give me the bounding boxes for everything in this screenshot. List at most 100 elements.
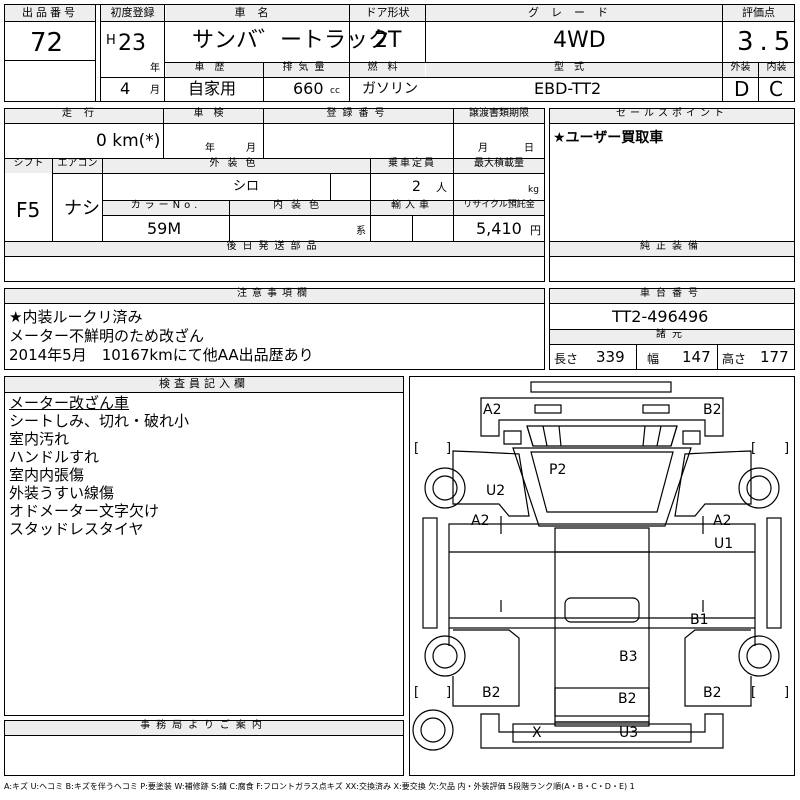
bracket-mark: ] [446,685,452,700]
reg-year: 23 [118,31,146,56]
model-value: EBD-TT2 [534,79,602,98]
notes-line-1: ★内装ルークリ済み [9,308,143,326]
history-label: 車歴 [166,63,263,77]
grade-label: グレード [426,5,722,21]
insp-month-unit: 月 [246,143,256,154]
length-label: 長さ [554,352,579,366]
color-no-label: カラーNo. [103,201,229,215]
inspector-line-5: 室内内張傷 [9,466,85,484]
chassis-label: 車台番号 [550,289,794,303]
displacement-label: 排気量 [264,63,349,77]
bracket-mark: ] [784,441,790,456]
exterior-value: D [734,77,750,101]
capacity-unit: 人 [436,181,447,194]
capacity-value: 2 [412,179,421,195]
inspector-line-2: シートしみ、切れ・破れ小 [9,412,190,430]
chassis-value: TT2-496496 [612,307,709,326]
width-label: 幅 [647,352,660,366]
car-name: サンバ゛ートラック [192,28,391,53]
damage-mark: X [532,725,542,741]
door-label: ドア形状 [350,5,425,21]
damage-mark: U1 [714,536,734,552]
interior-value: C [769,77,783,101]
fuel-label: 燃料 [350,63,425,77]
lot-number: 72 [30,28,64,58]
displacement-value: 660 [293,79,324,98]
int-color-label: 内装色 [230,201,370,215]
later-parts-label: 後日発送部品 [5,242,544,256]
color-no-value: 59M [147,219,182,238]
damage-mark: A2 [713,513,732,529]
grade-value: 4WD [553,28,606,53]
inspector-block [4,376,404,716]
transfer-day-unit: 日 [524,143,534,154]
length-value: 339 [596,348,625,366]
int-color-unit: 系 [356,226,366,237]
inspector-line-3: 室内汚れ [9,430,70,448]
bracket-mark: [ [414,685,420,700]
transfer-month-unit: 月 [478,143,488,154]
notes-label: 注意事項欄 [5,289,544,303]
sales-point-text: ★ユーザー買取車 [553,130,664,146]
sales-point-label: セールスポイント [550,109,794,123]
model-label: 型式 [426,63,722,77]
max-load-unit: kg [528,185,539,195]
inspector-line-4: ハンドルすれ [9,448,100,466]
car-name-label: 車名 [166,5,349,21]
bracket-mark: [ [414,441,420,456]
inspector-line-8: スタッドレスタイヤ [9,520,144,538]
shift-value: F5 [16,198,41,222]
max-load-label: 最大積載量 [454,159,544,173]
recycle-label: リサイクル預託金 [454,201,544,215]
inspector-label: 検査員記入欄 [5,377,403,393]
reg-month: 4 [120,79,131,98]
damage-mark: U2 [486,483,506,499]
notes-line-2: メーター不鮮明のため改ざん [9,327,205,345]
recycle-value: 5,410 [476,219,522,238]
inspector-line-1: メーター改ざん車 [9,394,130,412]
damage-mark: B2 [703,685,722,701]
import-label: 輸入車 [371,201,453,215]
width-value: 147 [682,348,711,366]
damage-mark: B2 [618,691,637,707]
fuel-value: ガソリン [362,81,418,97]
capacity-label: 乗車定員 [371,159,453,173]
damage-mark: B1 [690,612,709,628]
exterior-label: 外装 [723,63,758,77]
door-value: 2T [374,28,402,53]
recycle-unit: 円 [530,224,541,237]
damage-mark: B2 [703,402,722,418]
vehicle-diagram [409,376,795,776]
mileage-label: 走行 [5,109,163,123]
mileage-value: 0 km(*) [96,131,161,151]
inspection-label: 車検 [164,109,263,123]
shift-label: シフト [5,159,52,173]
truck-diagram-svg [412,381,782,751]
ac-value: ナシ [64,198,100,219]
damage-mark: B3 [619,649,638,665]
reg-month-unit: 月 [150,85,160,96]
bracket-mark: [ [751,441,757,456]
first-reg-label: 初度登録 [101,5,164,21]
damage-mark: B2 [482,685,501,701]
reg-no-label: 登録番号 [264,109,453,123]
damage-mark: A2 [483,402,502,418]
height-label: 高さ [722,352,747,366]
transfer-label: 譲渡書類期限 [454,109,544,123]
score-label: 評価点 [723,5,794,21]
office-label: 事務局よりご案内 [5,721,403,735]
score-value: 3.5 [737,27,797,57]
era-letter: H [106,33,116,48]
legend-text: A:キズ U:ヘコミ B:キズを伴うヘコミ P:要塗装 W:補修跡 S:錆 C:… [4,782,635,791]
height-value: 177 [760,348,789,366]
inspector-line-6: 外装うすい線傷 [9,484,115,502]
bracket-mark: ] [446,441,452,456]
interior-label: 内装 [759,63,794,77]
displacement-unit: cc [330,86,340,96]
notes-line-3: 2014年5月 10167kmにて他AA出品歴あり [9,346,314,364]
ext-color-value: シロ [233,179,260,194]
inspector-line-7: オドメーター文字欠け [9,502,160,520]
bracket-mark: [ [751,685,757,700]
damage-mark: A2 [471,513,490,529]
bracket-mark: ] [784,685,790,700]
